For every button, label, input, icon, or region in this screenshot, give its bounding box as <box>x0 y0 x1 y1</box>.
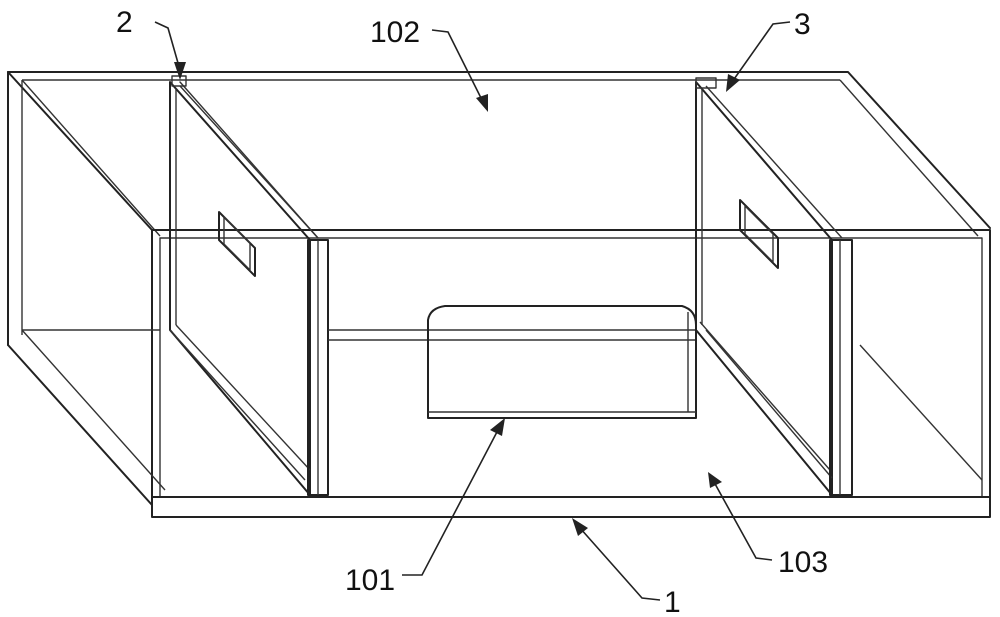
right-partition-bottom-edge <box>699 321 831 471</box>
right-floor-diagonal <box>859 344 983 481</box>
arrow-101 <box>490 418 505 436</box>
right-slot-top <box>695 77 717 89</box>
labels: 2 102 3 101 103 1 <box>116 6 828 617</box>
leader-1 <box>579 527 661 601</box>
front-face-inner <box>159 237 983 498</box>
leader-3 <box>731 21 791 83</box>
left-handle-slot-inner <box>223 216 251 271</box>
leader-102 <box>431 29 483 101</box>
left-floor-diagonal <box>21 329 166 491</box>
front-face <box>151 229 991 518</box>
top-left-edge <box>7 71 153 231</box>
label-103: 103 <box>778 546 828 579</box>
left-partition-plate <box>169 81 311 496</box>
arrow-102 <box>476 94 488 112</box>
left-slot-top <box>171 75 187 87</box>
label-3: 3 <box>794 8 811 41</box>
left-partition-top-edge <box>179 85 319 239</box>
center-tray <box>328 305 697 419</box>
label-1: 1 <box>664 586 681 617</box>
right-wall-inner-top <box>839 79 979 237</box>
arrow-103 <box>708 472 722 488</box>
center-tray-outline <box>427 305 697 419</box>
right-partition-bottom-edge-2 <box>705 329 833 479</box>
arrow-2 <box>174 62 186 80</box>
left-partition <box>169 75 329 496</box>
bottom-left-edge <box>7 344 153 506</box>
arrow-3 <box>726 74 740 92</box>
label-101: 101 <box>345 564 395 597</box>
left-partition-bottom-edge <box>169 329 306 481</box>
box-body <box>7 71 991 518</box>
leaders <box>154 21 791 601</box>
right-partition-plate <box>695 81 833 496</box>
right-partition <box>695 77 853 496</box>
leader-103 <box>713 481 773 561</box>
left-partition-bottom-edge-2 <box>175 324 311 471</box>
right-handle-slot-inner <box>744 205 774 263</box>
right-front-post <box>829 239 853 496</box>
arrow-1 <box>572 518 588 536</box>
right-partition-top-edge <box>705 85 843 239</box>
back-top-rim <box>7 71 991 229</box>
label-102: 102 <box>370 16 420 49</box>
right-handle-slot <box>739 199 779 269</box>
left-wall-inner-top <box>21 79 161 237</box>
label-2: 2 <box>116 6 133 39</box>
leader-101 <box>402 429 499 576</box>
leader-2 <box>154 21 181 71</box>
